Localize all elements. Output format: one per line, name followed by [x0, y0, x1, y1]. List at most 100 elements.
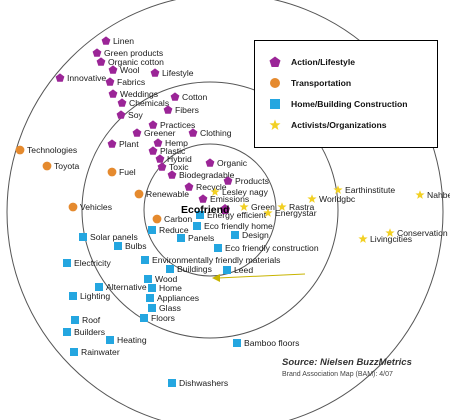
term-energystar: Energystar	[263, 208, 317, 218]
term-alternative: Alternative	[95, 282, 147, 292]
term-label: Livingcities	[370, 234, 412, 244]
pentagon-icon	[101, 36, 111, 45]
term-roof: Roof	[71, 315, 101, 325]
term-environmentally-friendly-materials: Environmentally friendly materials	[141, 255, 280, 265]
term-label: Hybrid	[167, 154, 192, 164]
pentagon-icon	[155, 154, 165, 163]
term-technologies: Technologies	[15, 145, 77, 155]
term-practices: Practices	[148, 120, 195, 130]
square-icon	[63, 259, 71, 267]
term-label: Bamboo floors	[244, 338, 299, 348]
term-organic-cotton: Organic cotton	[96, 57, 164, 67]
term-home: Home	[148, 283, 182, 293]
pentagon-icon	[184, 182, 194, 191]
term-label: Vehicles	[80, 202, 112, 212]
square-icon	[267, 97, 283, 111]
term-label: Practices	[160, 120, 195, 130]
square-icon	[63, 328, 71, 336]
square-icon	[70, 348, 78, 356]
term-label: Weddings	[120, 89, 158, 99]
pentagon-icon	[198, 194, 208, 203]
term-conservation: Conservation	[385, 228, 448, 238]
pentagon-icon	[150, 68, 160, 77]
term-wool: Wool	[108, 65, 140, 75]
term-green: Green	[239, 202, 275, 212]
term-label: Worldgbc	[319, 194, 356, 204]
term-appliances: Appliances	[146, 293, 199, 303]
square-icon	[193, 222, 201, 230]
term-wood: Wood	[144, 274, 178, 284]
term-lesley-nagy: Lesley nagy	[210, 187, 269, 197]
circle-icon	[107, 167, 117, 177]
term-earthinstitute: Earthinstitute	[333, 185, 395, 195]
term-eco-friendly-home: Eco friendly home	[193, 221, 273, 231]
circle-icon	[15, 145, 25, 155]
term-label: Lighting	[80, 291, 110, 301]
term-eco-friendly-construction: Eco friendly construction	[214, 243, 319, 253]
ring-middle	[81, 81, 339, 339]
term-recycle: Recycle	[184, 182, 227, 192]
term-label: Glass	[159, 303, 181, 313]
star-icon	[333, 185, 343, 194]
term-green-products: Green products	[92, 48, 163, 58]
term-innovative: Innovative	[55, 73, 106, 83]
pentagon-icon	[148, 120, 158, 129]
ring-outer	[6, 0, 444, 420]
square-icon	[95, 283, 103, 291]
square-icon	[231, 231, 239, 239]
term-label: Conservation	[397, 228, 448, 238]
pentagon-icon	[188, 128, 198, 137]
term-lifestyle: Lifestyle	[150, 68, 194, 78]
term-emissions: Emissions	[198, 194, 249, 204]
term-label: Heating	[117, 335, 147, 345]
term-chemicals: Chemicals	[117, 98, 169, 108]
term-floors: Floors	[140, 313, 175, 323]
square-icon	[141, 256, 149, 264]
term-label: Recycle	[196, 182, 227, 192]
star-icon	[263, 208, 273, 217]
term-lighting: Lighting	[69, 291, 110, 301]
pentagon-icon	[105, 77, 115, 86]
square-icon	[79, 233, 87, 241]
term-label: Panels	[188, 233, 214, 243]
term-carbon: Carbon	[152, 214, 192, 224]
pentagon-icon	[117, 98, 127, 107]
term-label: Design	[242, 230, 269, 240]
square-icon	[140, 314, 148, 322]
term-label: Organic	[217, 158, 248, 168]
term-buildings: Buildings	[166, 264, 212, 274]
term-label: Bulbs	[125, 241, 147, 251]
legend-item-activist: Activists/Organizations	[267, 114, 429, 135]
square-icon	[71, 316, 79, 324]
term-label: Clothing	[200, 128, 232, 138]
term-glass: Glass	[148, 303, 181, 313]
term-label: Environmentally friendly materials	[152, 255, 280, 265]
legend-item-home: Home/Building Construction	[267, 93, 429, 114]
center-node: Ecofriend	[181, 204, 230, 216]
pentagon-icon	[163, 105, 173, 114]
star-icon	[358, 234, 368, 243]
pentagon-icon	[107, 139, 117, 148]
term-worldgbc: Worldgbc	[307, 194, 356, 204]
square-icon	[148, 226, 156, 234]
term-hemp: Hemp	[153, 138, 188, 148]
term-label: Wool	[120, 65, 140, 75]
term-label: Technologies	[27, 145, 77, 155]
term-label: Carbon	[164, 214, 192, 224]
term-label: Appliances	[157, 293, 199, 303]
pentagon-icon	[205, 158, 215, 167]
term-label: Reduce	[159, 225, 189, 235]
square-icon	[166, 265, 174, 273]
pentagon-icon	[108, 65, 118, 74]
term-plant: Plant	[107, 139, 139, 149]
star-icon	[267, 118, 283, 132]
pentagon-icon	[132, 128, 142, 137]
term-label: Greener	[144, 128, 176, 138]
term-cotton: Cotton	[170, 92, 208, 102]
term-label: Organic cotton	[108, 57, 164, 67]
term-label: Toyota	[54, 161, 80, 171]
term-energy-efficient: Energy efficient	[196, 210, 267, 220]
term-renewable: Renewable	[134, 189, 189, 199]
star-icon	[415, 190, 425, 199]
legend-label: Transportation	[291, 77, 352, 88]
